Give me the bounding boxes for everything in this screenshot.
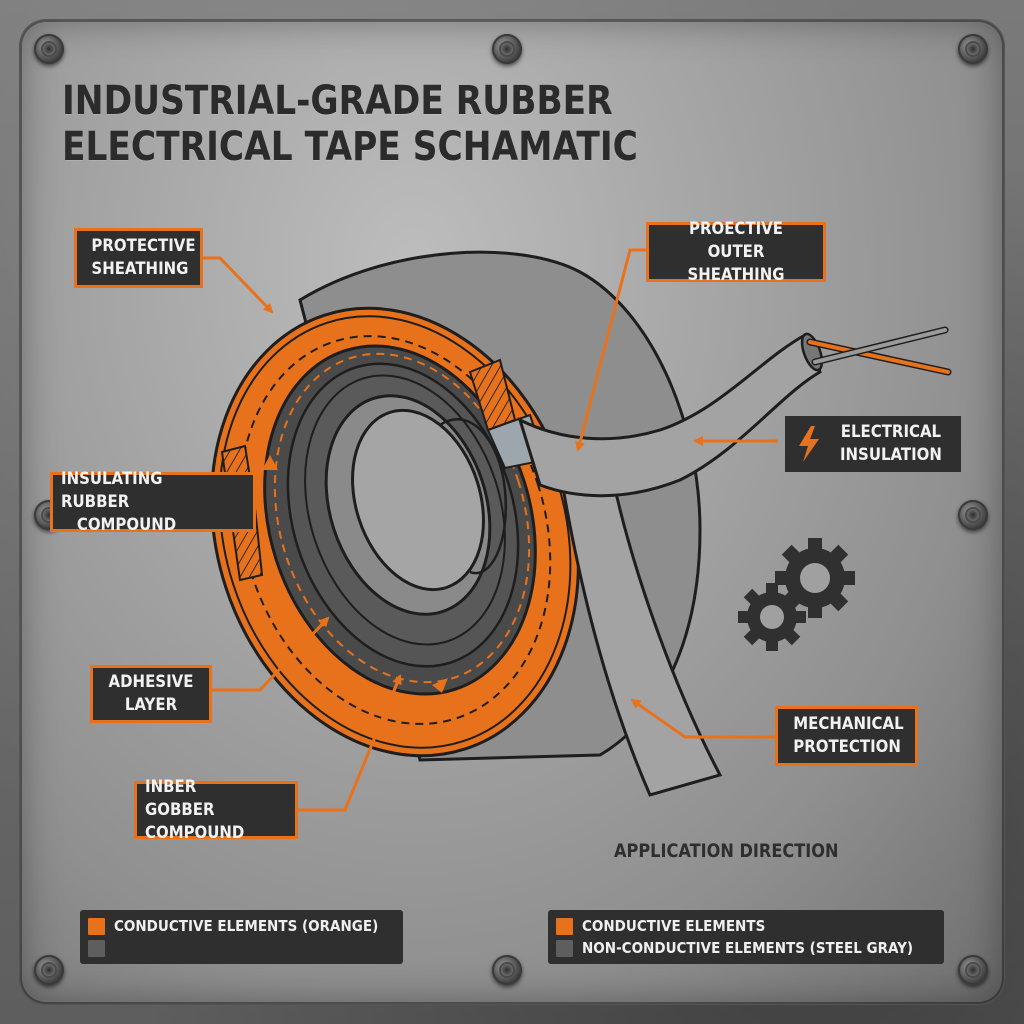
screw-icon (492, 34, 522, 64)
title-line-1: INDUSTRIAL-GRADE RUBBER (62, 78, 613, 124)
callout-adhesive-layer: ADHESIVE LAYER (90, 665, 212, 723)
screw-icon (958, 34, 988, 64)
legend-item-conductive: CONDUCTIVE ELEMENTS (ORANGE) (88, 915, 395, 937)
orange-swatch (88, 917, 105, 935)
callout-insulating-rubber-compound: INSULATING RUBBER COMPOUND (50, 469, 256, 535)
page-title: INDUSTRIAL-GRADE RUBBER ELECTRICAL TAPE … (62, 78, 664, 170)
screw-icon (34, 955, 64, 985)
callout-inber-gobber-compound: INBER GOBBER COMPOUND (134, 777, 298, 843)
screw-icon (34, 34, 64, 64)
callout-protective-outer-sheathing: PROECTIVE OUTER SHEATHING (646, 219, 826, 285)
wire-icon (806, 326, 952, 376)
callout-mechanical-protection: MECHANICAL PROTECTION (775, 706, 918, 766)
title-line-2: ELECTRICAL TAPE SCHAMATIC (62, 124, 638, 170)
screw-icon (958, 955, 988, 985)
callout-electrical-insulation: ELECTRICAL INSULATION (785, 416, 961, 472)
legend-item-empty (88, 937, 395, 959)
gray-swatch (88, 939, 105, 957)
tape-strip-cable (517, 332, 822, 498)
tape-roll (210, 250, 702, 762)
screw-icon (958, 500, 988, 530)
legend-right: CONDUCTIVE ELEMENTS NON-CONDUCTIVE ELEME… (548, 910, 944, 964)
screw-icon (492, 955, 522, 985)
gears-icon (738, 538, 855, 651)
tape-strip-down (558, 468, 723, 797)
legend-item-non-conductive: NON-CONDUCTIVE ELEMENTS (STEEL GRAY) (556, 937, 936, 959)
callout-protective-sheathing: PROTECTIVE SHEATHING (74, 228, 203, 288)
gray-swatch (556, 939, 573, 957)
orange-swatch (556, 917, 573, 935)
lightning-bolt-icon (799, 426, 820, 462)
legend-item-conductive: CONDUCTIVE ELEMENTS (556, 915, 936, 937)
legend-left: CONDUCTIVE ELEMENTS (ORANGE) (80, 910, 403, 964)
application-direction-label: APPLICATION DIRECTION (614, 840, 839, 862)
